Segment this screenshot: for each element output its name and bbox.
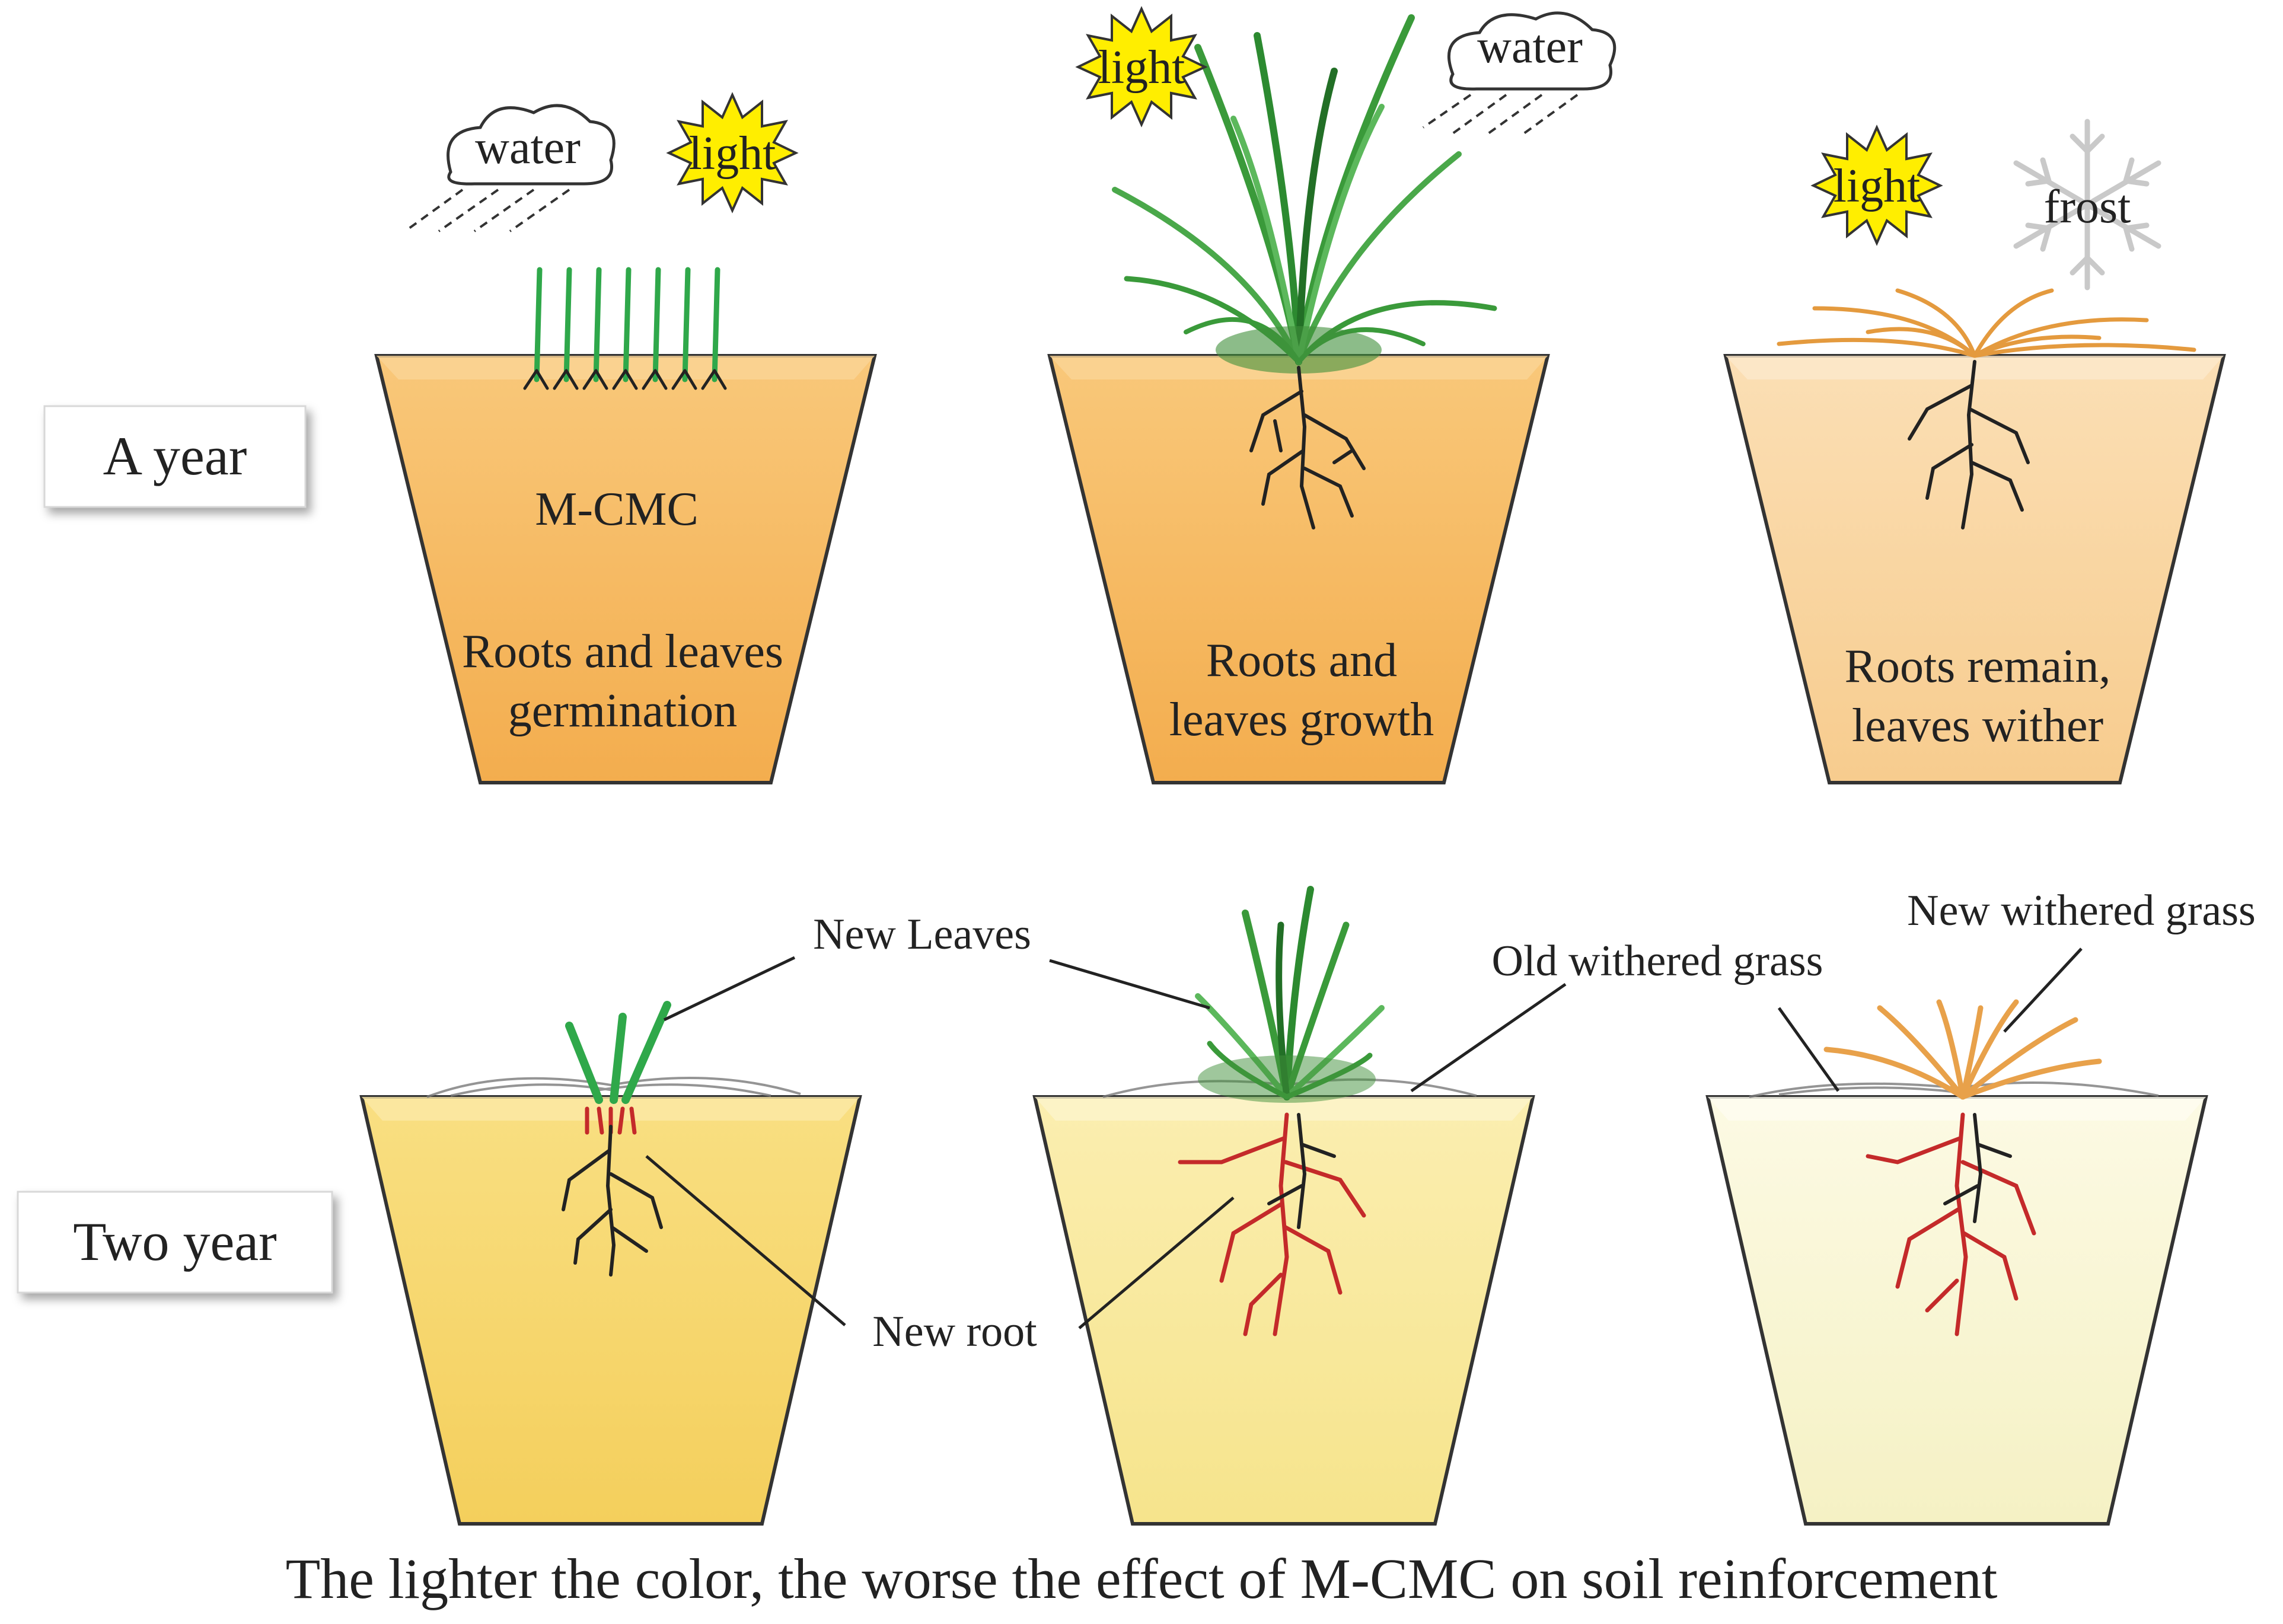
pot2-caption-line2: leaves growth bbox=[1169, 694, 1434, 746]
weather-water-1: water bbox=[475, 122, 581, 174]
row-label-year2: Two year bbox=[17, 1191, 333, 1294]
weather-light-2: light bbox=[1098, 42, 1185, 94]
new-roots bbox=[1866, 1112, 2036, 1336]
roots-growth bbox=[1249, 366, 1366, 529]
old-roots bbox=[1943, 1113, 2012, 1223]
pot-year2-3 bbox=[1705, 1095, 2208, 1526]
sun-icon: light bbox=[666, 92, 799, 213]
old-roots bbox=[562, 1125, 663, 1277]
pot2-caption-line1: Roots and bbox=[1206, 634, 1397, 687]
grass-base bbox=[1216, 326, 1382, 374]
new-roots bbox=[1178, 1112, 1366, 1336]
new-roots-short bbox=[585, 1106, 637, 1135]
weather-water-2: water bbox=[1477, 21, 1583, 73]
rain-cloud-icon: water bbox=[1422, 11, 1616, 135]
row-label-year1: A year bbox=[43, 405, 307, 508]
row-label-year1-text: A year bbox=[103, 426, 247, 486]
pot-year2-2 bbox=[1032, 1095, 1535, 1526]
new-leaves-sprouts bbox=[565, 1001, 671, 1104]
weather-light-3: light bbox=[1834, 160, 1921, 212]
roots-remain bbox=[1908, 360, 2030, 529]
seedlings bbox=[523, 267, 727, 390]
label-old-withered-grass: Old withered grass bbox=[1492, 937, 1823, 985]
label-new-root: New root bbox=[872, 1307, 1037, 1356]
grass-base bbox=[1198, 1055, 1376, 1103]
snowflake-icon bbox=[2013, 119, 2161, 291]
withered-grass-tuft bbox=[1823, 999, 2102, 1100]
sun-icon: light bbox=[1075, 6, 1208, 127]
sun-icon: light bbox=[1810, 125, 1943, 246]
old-roots bbox=[1267, 1113, 1336, 1229]
rain-cloud-icon: water bbox=[408, 104, 616, 232]
pot-year1-growth bbox=[1047, 354, 1550, 784]
pot1-caption-line1: Roots and leaves bbox=[462, 626, 783, 678]
weather-frost: frost bbox=[2044, 181, 2131, 233]
label-new-leaves: New Leaves bbox=[813, 910, 1031, 959]
leader-lines bbox=[645, 947, 2083, 1329]
pot-year1-germination bbox=[374, 354, 877, 784]
figure-caption: The lighter the color, the worse the eff… bbox=[286, 1547, 1998, 1610]
material-label: M-CMC bbox=[535, 483, 699, 535]
row-label-year2-text: Two year bbox=[73, 1211, 277, 1272]
pot3-caption-line2: leaves wither bbox=[1852, 700, 2103, 752]
weather-light-1: light bbox=[689, 127, 776, 180]
label-new-withered-grass: New withered grass bbox=[1907, 886, 2256, 935]
pot3-caption-line1: Roots remain, bbox=[1845, 640, 2111, 693]
pot1-caption-line2: germination bbox=[508, 685, 738, 737]
withered-grass-flat bbox=[1777, 288, 2196, 358]
